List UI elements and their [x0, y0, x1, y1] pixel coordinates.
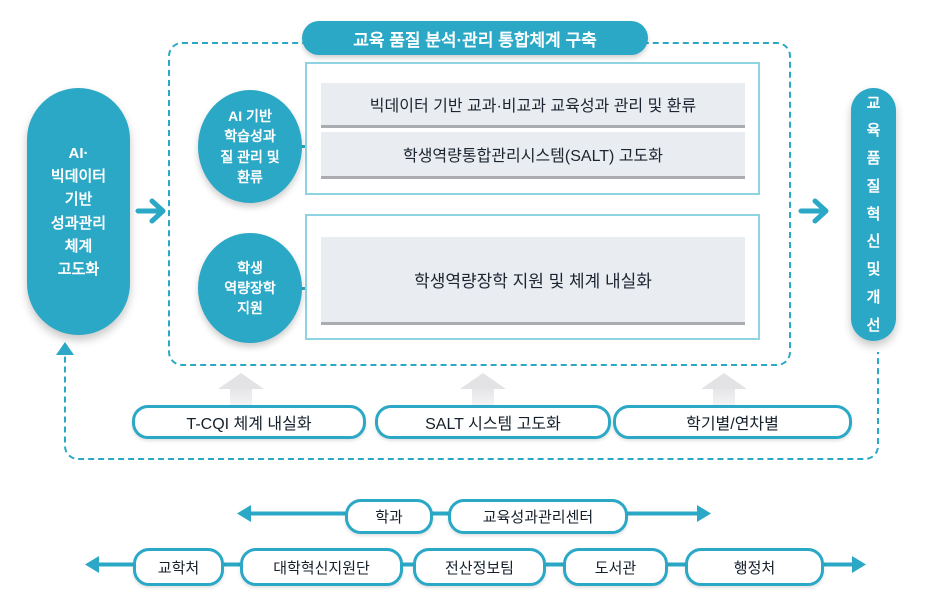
task-salt-upgrade: 학생역량통합관리시스템(SALT) 고도화: [321, 132, 745, 179]
up-arrow-head: [218, 373, 264, 389]
circle-ai-learning-outcomes: AI 기반 학습성과 질 관리 및 환류: [198, 90, 302, 203]
strategy-pill-tcqi: T-CQI 체계 내실화: [132, 405, 366, 439]
task-scholarship-support: 학생역량장학 지원 및 체계 내실화: [321, 237, 745, 325]
mid-pill-department: 학과: [345, 499, 433, 534]
task-bigdata-outcomes: 빅데이터 기반 교과·비교과 교육성과 관리 및 환류: [321, 83, 745, 128]
up-arrow-icon: [218, 373, 264, 406]
up-arrow-stem: [713, 389, 735, 406]
circle-student-scholarship: 학생 역량장학 지원: [198, 233, 302, 343]
connector-line: [296, 287, 308, 290]
bottom-pill-library: 도서관: [563, 548, 668, 586]
left-goal-pill: AI· 빅데이터 기반 성과관리 체계 고도화: [27, 88, 130, 335]
right-outcome-pill: 교육품질혁신및개선: [851, 88, 896, 341]
feedback-loop-up-arrowhead-icon: [56, 342, 74, 355]
connector-line: [296, 145, 308, 148]
bottom-pill-it-team: 전산정보팀: [413, 548, 546, 586]
bottom-pill-innovation-support: 대학혁신지원단: [240, 548, 403, 586]
up-arrow-icon: [460, 373, 506, 406]
bottom-pill-academic-affairs: 교학처: [133, 548, 224, 586]
up-arrow-icon: [701, 373, 747, 406]
up-arrow-head: [701, 373, 747, 389]
feedback-loop-dashed-line: [64, 352, 879, 460]
diagram-title: 교육 품질 분석·관리 통합체계 구축: [302, 21, 648, 55]
right-right-arrow-icon: [798, 198, 829, 224]
up-arrow-head: [460, 373, 506, 389]
left-right-arrow-icon: [135, 198, 166, 224]
mid-pill-edu-outcome-center: 교육성과관리센터: [448, 499, 628, 534]
up-arrow-stem: [472, 389, 494, 406]
right-outcome-pill-label: 교육품질혁신및개선: [866, 94, 881, 334]
strategy-pill-semester: 학기별/연차별: [613, 405, 852, 439]
up-arrow-stem: [230, 389, 252, 406]
bottom-pill-administration: 행정처: [685, 548, 824, 586]
strategy-pill-salt: SALT 시스템 고도화: [375, 405, 611, 439]
